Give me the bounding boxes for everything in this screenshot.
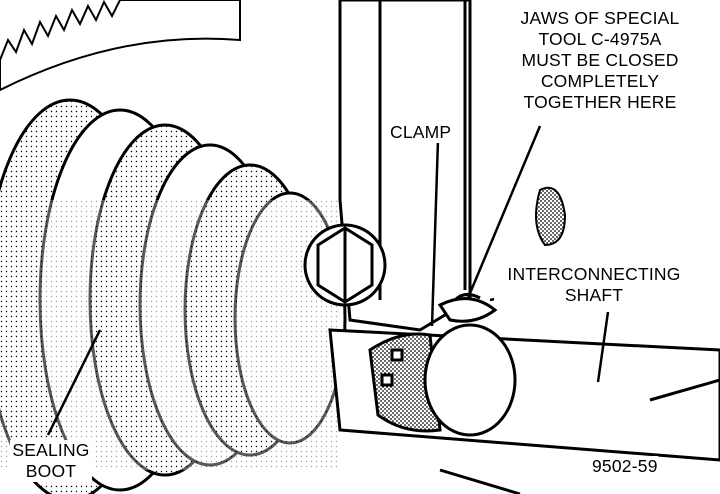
figure-number-text: 9502-59 (592, 456, 658, 476)
jaws-note-line-5: TOGETHER HERE (523, 92, 677, 112)
jaws-note-line-3: MUST BE CLOSED (521, 50, 679, 70)
jaws-note-label: JAWS OF SPECIAL TOOL C-4975A MUST BE CLO… (502, 8, 698, 113)
interconnecting-shaft-line-2: SHAFT (564, 285, 624, 305)
clamp-band (368, 293, 517, 437)
hex-bolt (303, 223, 387, 307)
jaws-note-line-2: TOOL C-4975A (538, 29, 662, 49)
stud (535, 186, 567, 247)
jaws-note-line-1: JAWS OF SPECIAL (520, 8, 680, 28)
sealing-boot-label: SEALING BOOT (10, 440, 92, 482)
jaws-note-line-4: COMPLETELY (540, 71, 660, 91)
gear-teeth (0, 0, 241, 92)
clamp-label-text: CLAMP (390, 122, 452, 142)
interconnecting-shaft-label: INTERCONNECTING SHAFT (494, 264, 694, 306)
sealing-boot-line-2: BOOT (25, 461, 77, 481)
interconnecting-shaft-line-1: INTERCONNECTING (507, 264, 681, 284)
clamp-label: CLAMP (390, 122, 452, 143)
sealing-boot-shape (0, 98, 347, 494)
sealing-boot-line-1: SEALING (12, 440, 90, 460)
figure-number: 9502-59 (592, 456, 658, 477)
